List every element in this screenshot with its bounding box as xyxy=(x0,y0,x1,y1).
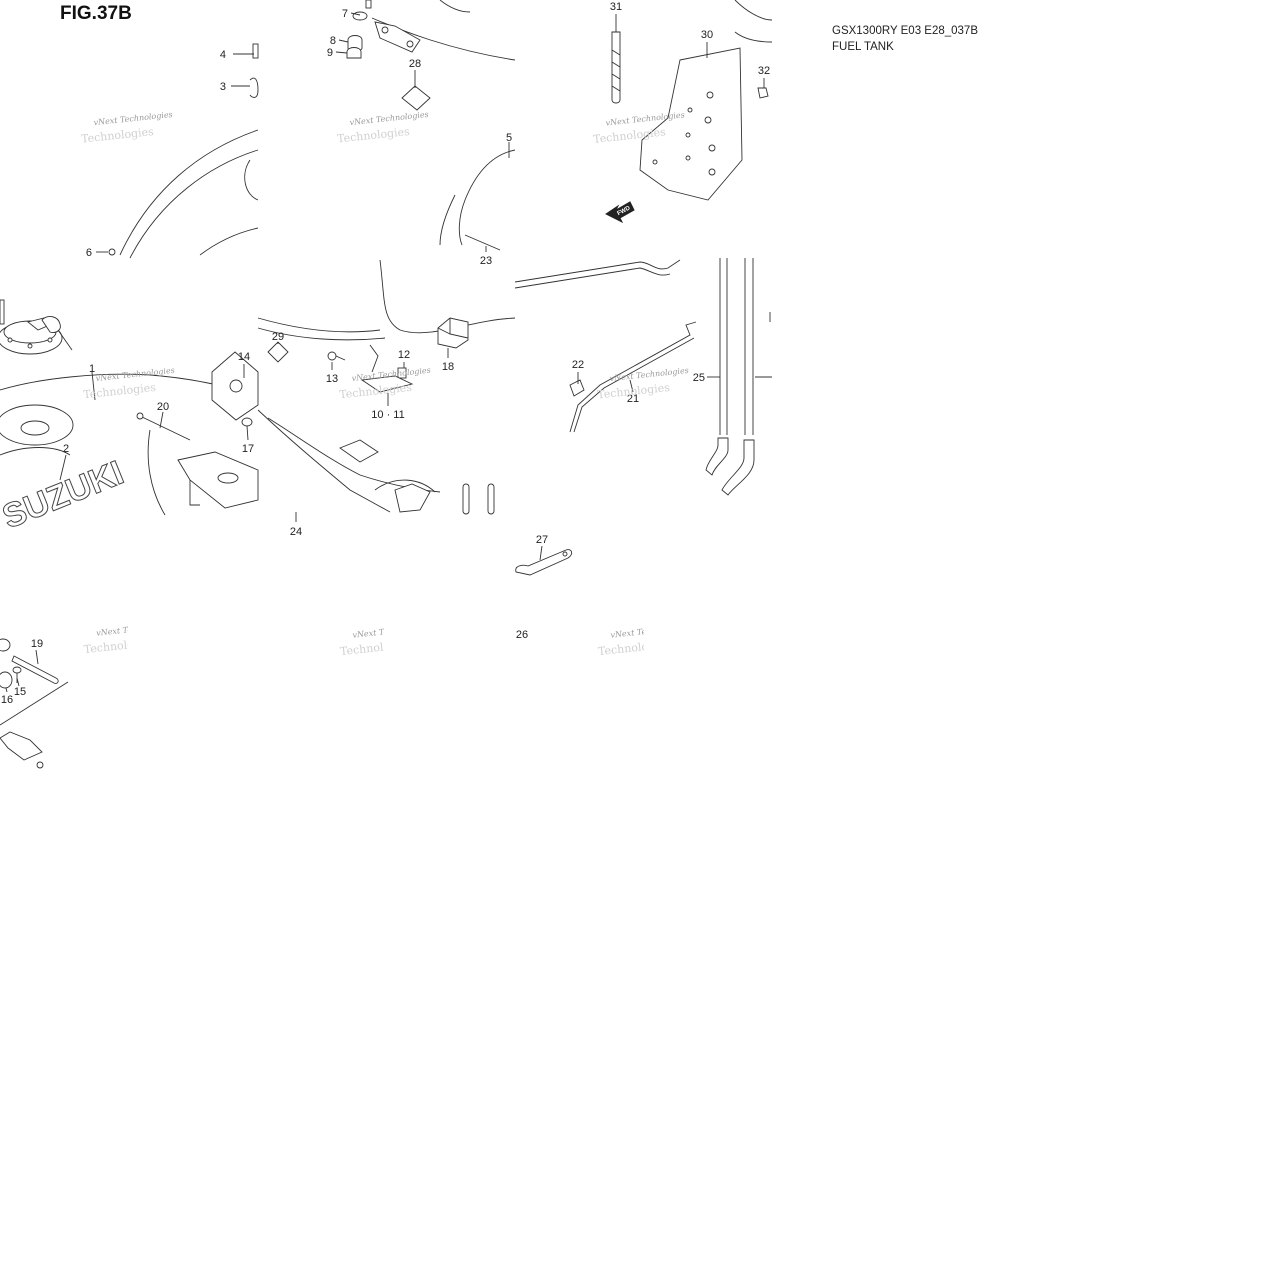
model-code: GSX1300RY E03 E28_037B xyxy=(832,25,978,37)
part-label: 8 xyxy=(330,35,336,47)
part-label: 1 xyxy=(89,363,95,375)
watermark-text: vNext Technologies xyxy=(352,622,432,639)
part-label: 15 xyxy=(14,686,26,698)
part-number-labels: 4 3 6 1 2 20 14 17 7 8 9 28 5 23 29 13 1… xyxy=(1,1,770,706)
part-label: 18 xyxy=(442,361,454,373)
part-label: 21 xyxy=(627,393,639,405)
part-label: 24 xyxy=(290,526,302,538)
watermark-text: vNext Technologies xyxy=(610,622,690,639)
watermark-text: vNext Technologies xyxy=(93,110,173,127)
watermark-text: Technologies xyxy=(597,638,671,659)
part-label: 23 xyxy=(480,255,492,267)
part-label: 14 xyxy=(238,351,250,363)
watermark-text: Technologies xyxy=(83,636,157,657)
part-label: 19 xyxy=(31,638,43,650)
part-label: 30 xyxy=(701,29,713,41)
fwd-arrow-icon: FWD xyxy=(605,201,635,224)
watermark-text: Technologies xyxy=(337,125,411,146)
part-label: 4 xyxy=(220,49,226,61)
watermark-text: Technologies xyxy=(339,381,413,402)
section-name: FUEL TANK xyxy=(832,41,894,53)
watermark-text: vNext Technologies xyxy=(95,366,175,383)
part-label: 2 xyxy=(63,443,69,455)
part-label: 20 xyxy=(157,401,169,413)
part-label: 25 xyxy=(693,372,705,384)
part-label: 5 xyxy=(506,132,512,144)
part-label: 3 xyxy=(220,81,226,93)
part-label: 22 xyxy=(572,359,584,371)
tile-tank-rear xyxy=(257,0,516,515)
part-label: 31 xyxy=(610,1,622,13)
watermark-text: Technologies xyxy=(81,125,155,146)
tank-logo: SUZUKI xyxy=(0,454,129,537)
part-label: 10 · 11 xyxy=(371,409,404,421)
watermark-text: Technologies xyxy=(83,381,157,402)
watermark-text: Technologies xyxy=(339,638,413,659)
part-label: 6 xyxy=(86,247,92,259)
watermark-text: vNext Technologies xyxy=(349,110,429,127)
part-label: 17 xyxy=(242,443,254,455)
part-label: 27 xyxy=(536,534,548,546)
part-label: 16 xyxy=(1,694,13,706)
part-label: 12 xyxy=(398,349,410,361)
part-label: 7 xyxy=(342,8,348,20)
figure-title: FIG.37B xyxy=(60,3,132,24)
tile-bracket-hoses: FWD xyxy=(514,0,773,496)
part-label: 26 xyxy=(516,629,528,641)
part-label: 9 xyxy=(327,47,333,59)
part-label: 29 xyxy=(272,331,284,343)
watermarks: vNext Technologies Technologies vNext Te… xyxy=(81,110,690,659)
leader-lines xyxy=(5,12,765,693)
part-label: 32 xyxy=(758,65,770,77)
part-label: 28 xyxy=(409,58,421,70)
tile-lower xyxy=(0,549,573,769)
watermark-text: vNext Technologies xyxy=(609,366,689,383)
watermark-text: vNext Technologies xyxy=(96,620,176,637)
part-label: 13 xyxy=(326,373,338,385)
